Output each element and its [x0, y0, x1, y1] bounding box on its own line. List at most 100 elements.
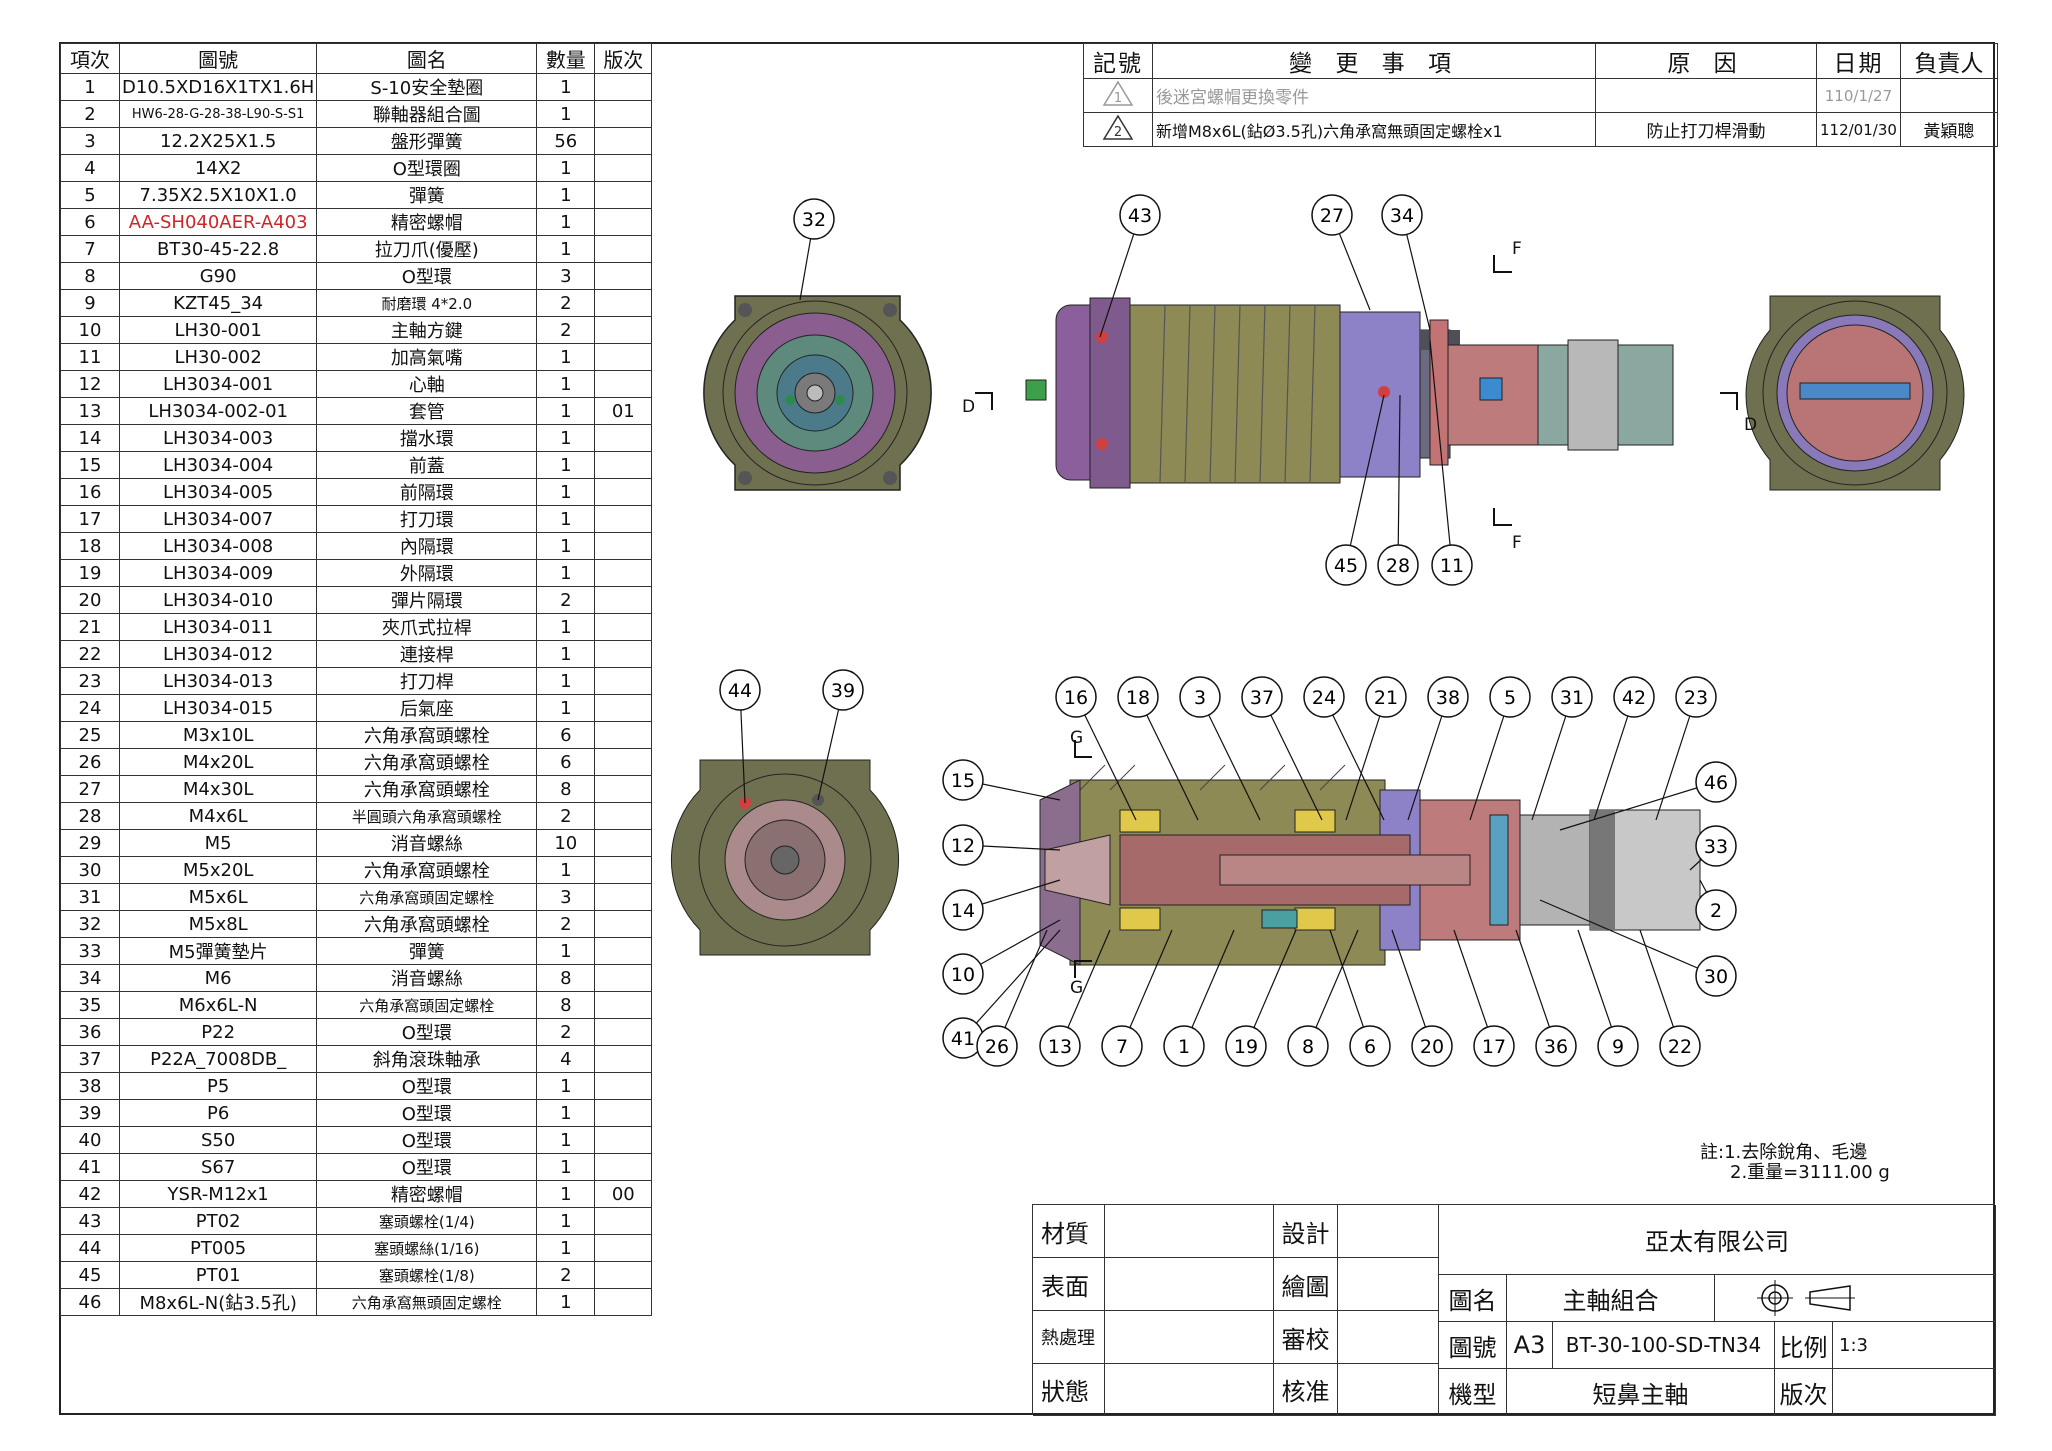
bom-cell-item: 36: [60, 1018, 120, 1046]
projection-icon: [1757, 1280, 1855, 1316]
svg-text:1: 1: [1114, 91, 1122, 106]
leader-line: [1323, 696, 1385, 821]
balloon-circle: [1349, 1025, 1391, 1067]
rev-reason: 防止打刀桿滑動: [1595, 112, 1817, 147]
revision-triangle-icon: 2: [1102, 114, 1134, 140]
balloon: 41: [942, 929, 1061, 1059]
balloon: 30: [1539, 899, 1737, 997]
tb-check-label: 審校: [1274, 1311, 1338, 1364]
bom-cell-number: HW6-28-G-28-38-L90-S-S1: [118, 100, 318, 128]
bom-cell-version: [594, 1018, 653, 1046]
bom-cell-qty: 1: [536, 235, 596, 263]
balloon-circle: [1119, 194, 1161, 236]
bom-cell-item: 3: [60, 127, 120, 155]
balloon-number: 15: [951, 770, 975, 792]
balloon-number: 46: [1704, 772, 1728, 794]
revision-triangle-icon: 1: [1102, 80, 1134, 106]
balloon-circle: [719, 669, 761, 711]
bom-cell-number: M6: [118, 964, 318, 992]
drawing-note: 註:1.去除銳角、毛邊 2.重量=3111.00 g: [1700, 1143, 1890, 1183]
balloon: 1: [1163, 929, 1235, 1067]
bom-header-number: 圖號: [118, 43, 318, 74]
bom-cell-qty: 1: [536, 208, 596, 236]
bom-cell-version: [594, 640, 653, 668]
bom-cell-item: 24: [60, 694, 120, 722]
note-line-2: 2.重量=3111.00 g: [1730, 1162, 1890, 1183]
leader-line: [1469, 696, 1511, 821]
balloon-circle: [1241, 676, 1283, 718]
bom-cell-name: 打刀桿: [316, 667, 538, 695]
balloon-number: 42: [1622, 687, 1646, 709]
bom-cell-name: 夾爪式拉桿: [316, 613, 538, 641]
balloon-circle: [1055, 676, 1097, 718]
bom-cell-item: 43: [60, 1207, 120, 1235]
balloon-number: 8: [1302, 1036, 1314, 1058]
bom-cell-qty: 56: [536, 127, 596, 155]
balloon: 36: [1515, 929, 1577, 1067]
tb-name-label: 圖名: [1439, 1275, 1507, 1322]
leader-line: [1245, 929, 1297, 1047]
bom-cell-number: 7.35X2.5X10X1.0: [118, 181, 318, 209]
bom-cell-name: 六角承窩頭螺栓: [316, 721, 538, 749]
balloon-circle: [1225, 1025, 1267, 1067]
bom-cell-number: LH3034-010: [118, 586, 318, 614]
balloon-circle: [942, 759, 984, 801]
balloon: 24: [1303, 676, 1385, 821]
bom-cell-version: [594, 316, 653, 344]
balloon: 19: [1225, 929, 1297, 1067]
bom-cell-version: 01: [594, 397, 653, 425]
bom-cell-number: M5: [118, 829, 318, 857]
balloon: 38: [1407, 676, 1469, 821]
balloon-circle: [1695, 825, 1737, 867]
bom-cell-number: M5彈簧墊片: [118, 937, 318, 965]
balloon: 8: [1287, 929, 1359, 1067]
leader-line: [1059, 929, 1111, 1047]
balloon-circle: [976, 1025, 1018, 1067]
bom-cell-name: 彈片隔環: [316, 586, 538, 614]
bom-cell-item: 19: [60, 559, 120, 587]
balloon-circle: [1695, 761, 1737, 803]
bom-cell-version: [594, 1099, 653, 1127]
balloon: 5: [1469, 676, 1531, 821]
bom-cell-number: S50: [118, 1126, 318, 1154]
balloon-number: 38: [1436, 687, 1460, 709]
leader-line: [1099, 214, 1141, 338]
balloon-circle: [822, 669, 864, 711]
bom-cell-name: 聯軸器組合圖: [316, 100, 538, 128]
balloon-circle: [1381, 194, 1423, 236]
bom-cell-version: [594, 424, 653, 452]
rear-end-view: [1745, 295, 1965, 491]
leader-line: [1137, 696, 1199, 821]
balloon: 13: [1039, 929, 1111, 1067]
balloon-number: 33: [1704, 836, 1728, 858]
balloon-circle: [1039, 1025, 1081, 1067]
bom-cell-number: M8x6L-N(鉆3.5孔): [118, 1288, 318, 1316]
title-block: 材質 表面 熱處理 狀態 設計 繪圖 審校 核准 亞太有限公司 圖名 主軸組合 …: [1032, 1204, 1996, 1416]
bom-cell-qty: 2: [536, 586, 596, 614]
bom-cell-item: 46: [60, 1288, 120, 1316]
bom-cell-number: AA-SH040AER-A403: [118, 208, 318, 236]
bom-cell-name: 盤形彈簧: [316, 127, 538, 155]
bom-cell-number: LH3034-005: [118, 478, 318, 506]
balloon-number: 24: [1312, 687, 1336, 709]
bom-cell-name: 連接桿: [316, 640, 538, 668]
balloon-number: 20: [1420, 1036, 1444, 1058]
bom-cell-name: 塞頭螺栓(1/4): [316, 1207, 538, 1235]
bom-cell-qty: 1: [536, 694, 596, 722]
balloon-circle: [1535, 1025, 1577, 1067]
section-label-d: D: [1744, 415, 1757, 435]
balloon-circle: [942, 824, 984, 866]
balloon: 18: [1117, 676, 1199, 821]
balloon-circle: [1659, 1025, 1701, 1067]
balloon-number: 7: [1116, 1036, 1128, 1058]
section-label-f: F: [1512, 533, 1522, 553]
tb-number-value: BT-30-100-SD-TN34: [1553, 1322, 1775, 1369]
